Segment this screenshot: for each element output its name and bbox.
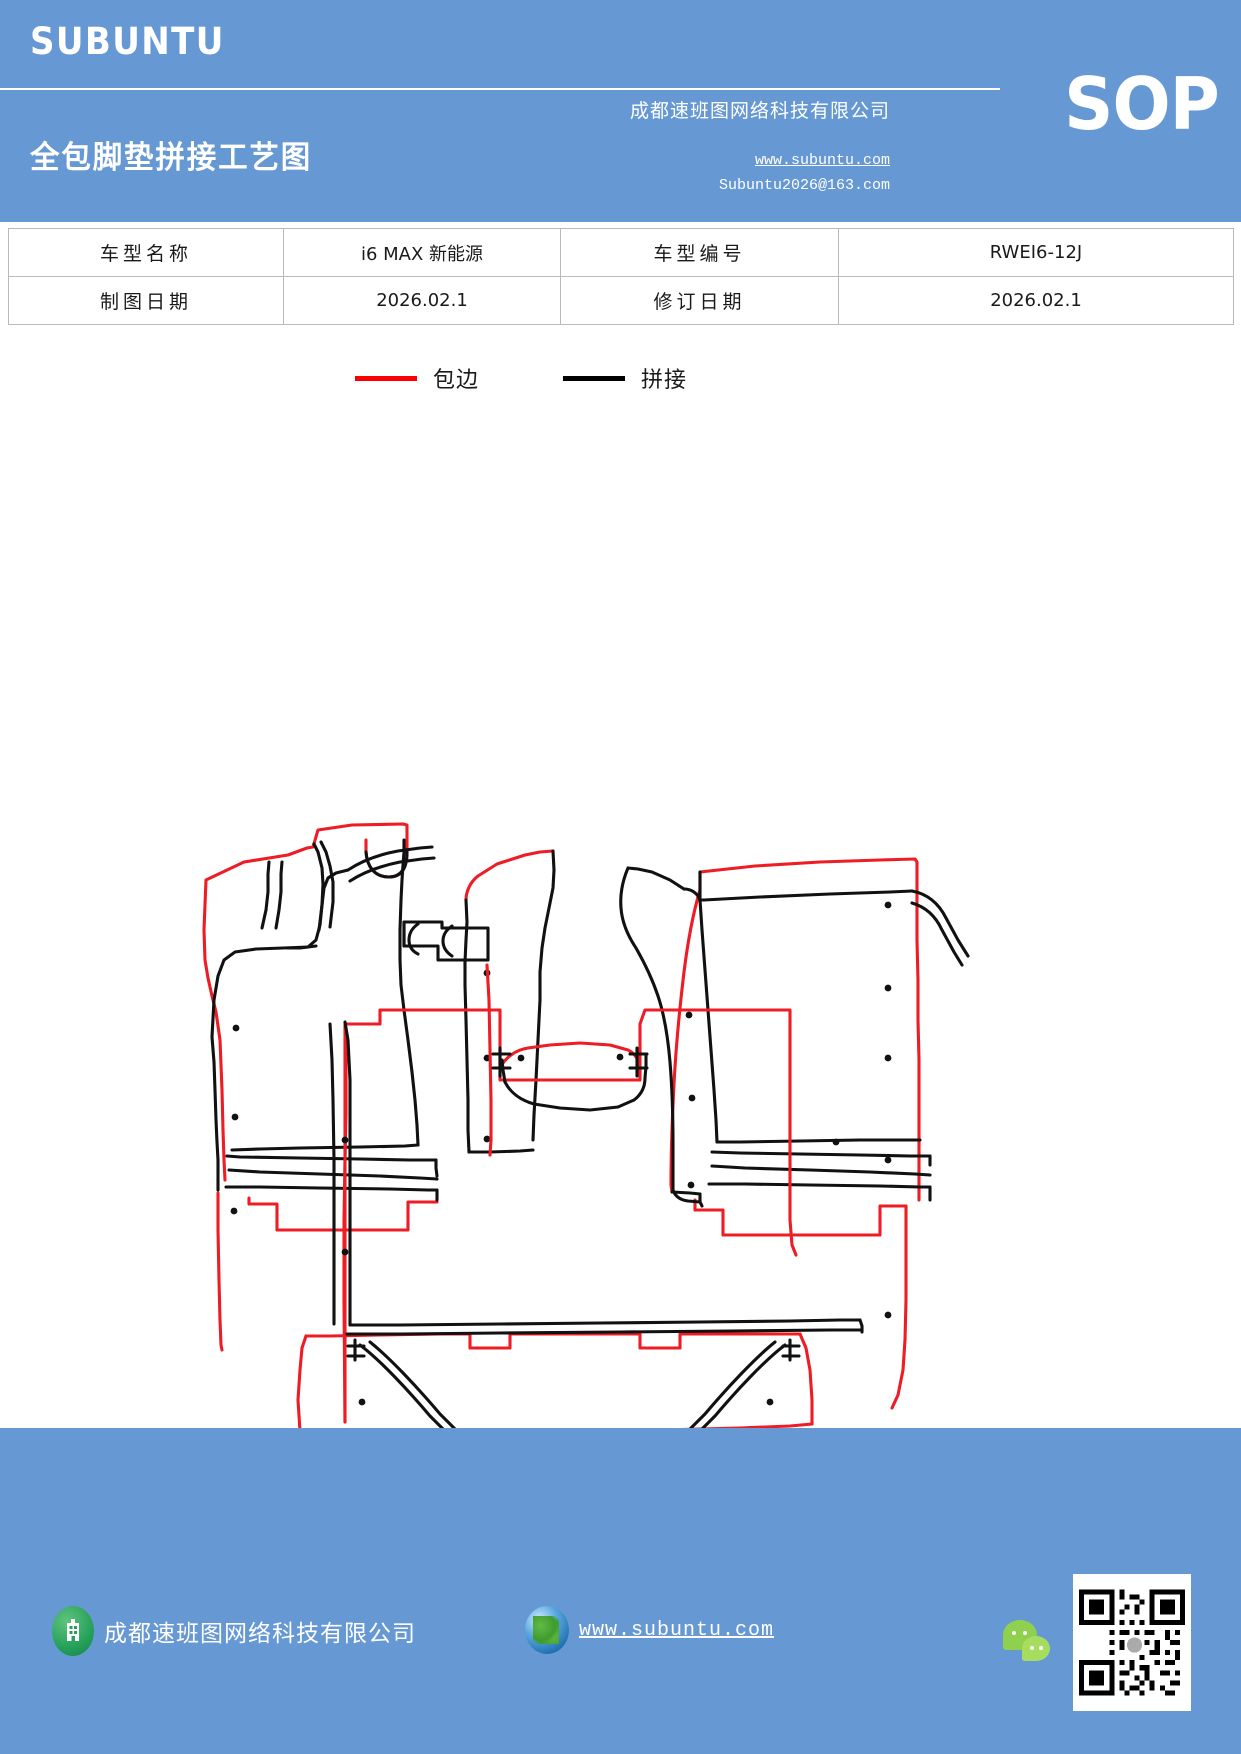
passenger-mat-binding — [669, 857, 921, 1410]
floor-mat-technical-drawing — [0, 400, 1241, 1430]
header-website-link[interactable]: www.subuntu.com — [754, 152, 890, 169]
building-icon — [52, 1606, 94, 1656]
page-footer: 成都速班图网络科技有限公司 www.subuntu.com — [0, 1428, 1241, 1754]
wechat-icon — [1003, 1620, 1061, 1668]
header-company-name: 成都速班图网络科技有限公司 — [629, 101, 890, 122]
wechat-dot — [1012, 1631, 1016, 1635]
globe-icon — [525, 1606, 569, 1654]
footer-website-link[interactable]: www.subuntu.com — [579, 1618, 775, 1642]
cell-draw-date-label: 制图日期 — [8, 276, 284, 325]
rear-mat-snaps — [341, 1053, 840, 1406]
footer-website-block[interactable]: www.subuntu.com — [525, 1606, 774, 1654]
cell-revision-date-label: 修订日期 — [560, 276, 839, 325]
footer-company-block: 成都速班图网络科技有限公司 — [52, 1606, 416, 1656]
page-header: SUBUNTU 全包脚垫拼接工艺图 成都速班图网络科技有限公司 www.subu… — [0, 0, 1241, 222]
legend-item-seam: 拼接 — [563, 362, 687, 394]
qr-code[interactable] — [1073, 1574, 1191, 1711]
cell-model-name-value: i6 MAX 新能源 — [283, 228, 561, 277]
rear-mat-binding — [296, 1008, 814, 1430]
wechat-dot — [1030, 1646, 1034, 1650]
vehicle-info-table: 车型名称 i6 MAX 新能源 车型编号 RWEI6-12J 制图日期 2026… — [8, 228, 1234, 325]
wechat-bubble-small — [1022, 1636, 1050, 1661]
legend-label-seam: 拼接 — [641, 367, 688, 392]
legend-item-binding: 包边 — [355, 362, 479, 394]
driver-mat-snaps — [230, 1024, 240, 1215]
legend-swatch-black — [563, 375, 625, 381]
driver-mat-seams — [210, 838, 439, 1202]
table-row: 制图日期 2026.02.1 修订日期 2026.02.1 — [8, 276, 1234, 325]
center-strip-part — [402, 849, 556, 1157]
passenger-mat-seams — [619, 866, 970, 1208]
document-title: 全包脚垫拼接工艺图 — [30, 140, 313, 176]
cell-draw-date-value: 2026.02.1 — [283, 276, 561, 325]
legend-swatch-red — [355, 375, 417, 381]
wechat-dot — [1023, 1631, 1027, 1635]
cell-revision-date-value: 2026.02.1 — [838, 276, 1234, 325]
mat-pattern-svg — [202, 822, 970, 1430]
header-email: Subuntu2026@163.com — [718, 177, 890, 194]
legend: 包边 拼接 — [0, 358, 1241, 398]
table-row: 车型名称 i6 MAX 新能源 车型编号 RWEI6-12J — [8, 228, 1234, 277]
wechat-dot — [1039, 1646, 1043, 1650]
cell-model-name-label: 车型名称 — [8, 228, 284, 277]
passenger-mat-snaps — [685, 901, 892, 1319]
sop-badge: SOP — [1064, 62, 1220, 146]
legend-label-binding: 包边 — [433, 367, 480, 392]
cell-model-code-value: RWEI6-12J — [838, 228, 1234, 277]
cell-model-code-label: 车型编号 — [560, 228, 839, 277]
header-divider — [0, 88, 1000, 90]
brand-logo: SUBUNTU — [30, 20, 225, 63]
footer-company-name: 成都速班图网络科技有限公司 — [104, 1621, 416, 1646]
rear-mat-seams — [328, 1020, 864, 1430]
